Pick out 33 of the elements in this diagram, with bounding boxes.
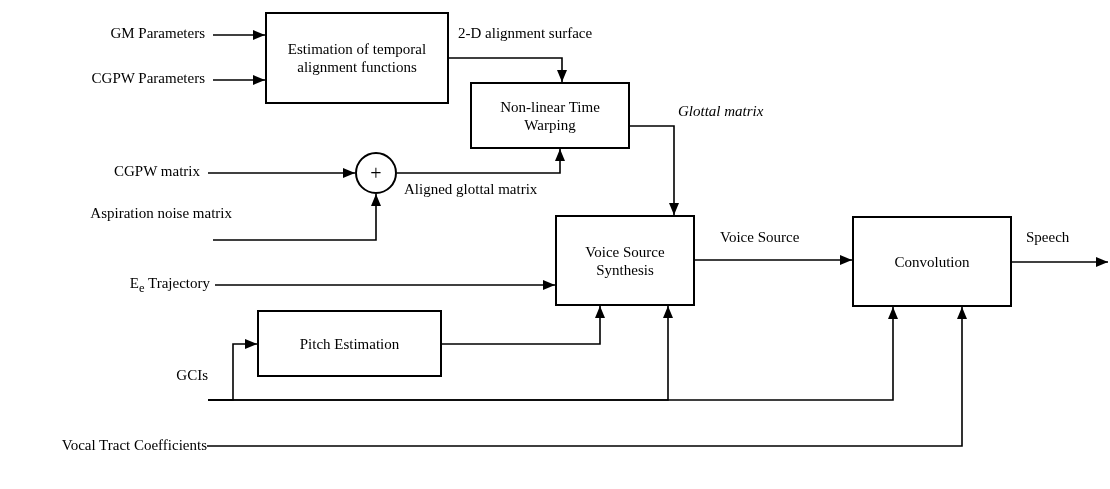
node-text: CGPW Parameters <box>91 69 205 87</box>
node-text: Convolution <box>894 252 970 271</box>
arrow <box>694 255 853 265</box>
arrow <box>212 30 266 40</box>
arrow <box>1011 257 1109 267</box>
node-text: CGPW matrix <box>114 162 200 180</box>
node-text: Vocal Tract Coefficients <box>61 436 207 454</box>
node-text: Non-linear Time Warping <box>499 97 601 134</box>
summing-junction <box>355 152 397 194</box>
node-text: GM Parameters <box>110 24 205 42</box>
arrow <box>396 148 565 174</box>
node-text: GCIs <box>176 366 208 384</box>
arrow <box>207 168 356 178</box>
arrow <box>214 280 556 290</box>
node-text: Aspiration noise matrix <box>90 204 232 222</box>
node-text: Voice Source Synthesis <box>584 242 666 279</box>
edge-label: 2-D alignment surface <box>458 24 593 42</box>
arrow <box>212 75 266 85</box>
arrow <box>448 57 567 83</box>
node-text: Estimation of temporal alignment functions <box>286 40 428 76</box>
node-text: E$_{e}$ Trajectory <box>129 274 210 296</box>
node-text: + <box>370 161 382 185</box>
arrow <box>441 305 605 345</box>
arrow <box>206 306 967 447</box>
arrow <box>212 193 381 241</box>
process-box <box>555 215 695 306</box>
node-text: Pitch Estimation <box>299 334 400 353</box>
arrow <box>207 306 898 401</box>
process-box <box>265 12 449 104</box>
arrow <box>629 125 679 216</box>
process-box <box>470 82 630 149</box>
process-box <box>852 216 1012 307</box>
process-box <box>257 310 442 377</box>
